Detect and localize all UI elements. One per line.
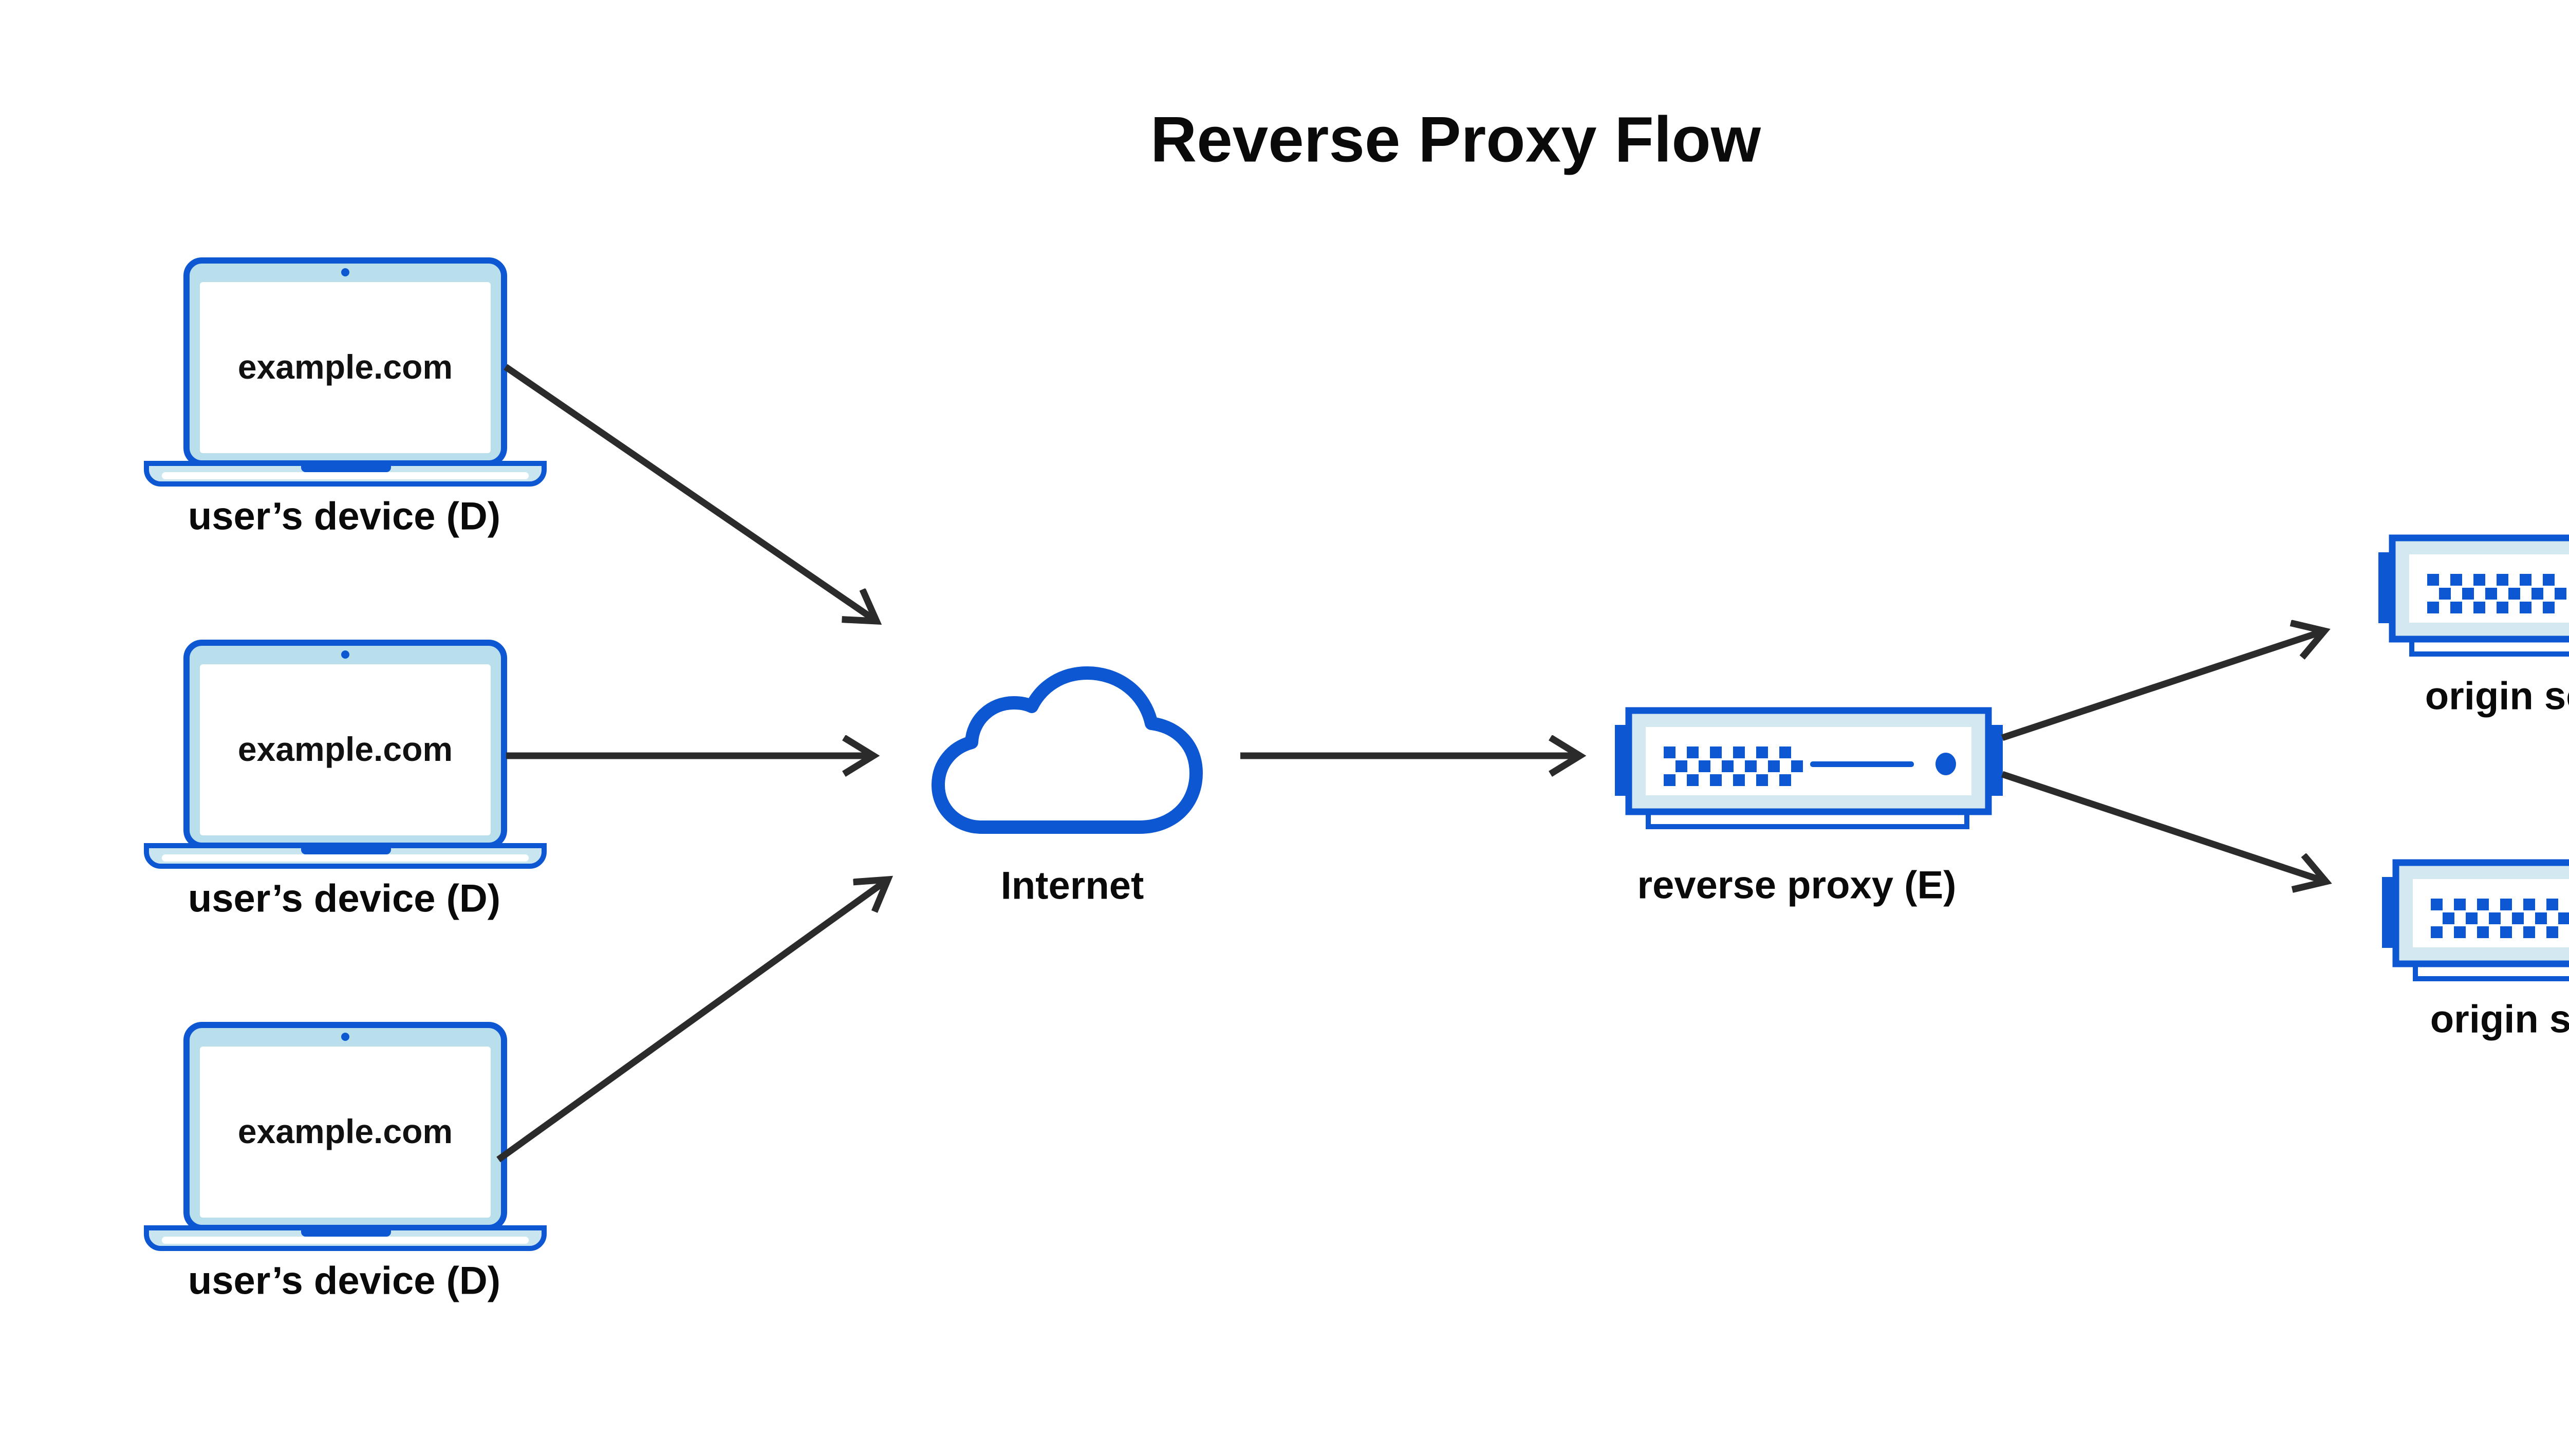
cloud-icon bbox=[932, 666, 1203, 834]
arrow-proxy-to-origin2 bbox=[2001, 771, 2326, 882]
device-label: user’s device (D) bbox=[188, 495, 500, 538]
server-icon bbox=[1615, 711, 2003, 827]
device-screen-url: example.com bbox=[238, 730, 453, 768]
user-device-2: example.com user’s device (D) bbox=[146, 643, 544, 921]
arrow-device3-to-internet bbox=[496, 880, 888, 1163]
internet-label: Internet bbox=[1001, 864, 1144, 908]
reverse-proxy-label: reverse proxy (E) bbox=[1637, 864, 1957, 907]
user-device-3: example.com user’s device (D) bbox=[146, 1025, 544, 1303]
device-screen-url: example.com bbox=[238, 1112, 453, 1150]
internet-node: Internet bbox=[932, 666, 1203, 908]
origin-server-2: origin server (F) bbox=[2382, 863, 2569, 1041]
user-device-1: example.com user’s device (D) bbox=[146, 260, 544, 538]
origin-server-label: origin server (F) bbox=[2430, 998, 2569, 1041]
arrow-proxy-to-origin1 bbox=[2001, 631, 2324, 741]
origin-server-1: origin server (F) bbox=[2378, 538, 2569, 718]
arrow-device1-to-internet bbox=[504, 364, 877, 621]
server-icon bbox=[2378, 538, 2569, 654]
flow-arrows bbox=[496, 364, 2326, 1163]
device-label: user’s device (D) bbox=[188, 1259, 500, 1303]
diagram-title: Reverse Proxy Flow bbox=[1150, 104, 1761, 176]
origin-server-label: origin server (F) bbox=[2425, 675, 2569, 718]
reverse-proxy-node: reverse proxy (E) bbox=[1615, 711, 2003, 907]
device-screen-url: example.com bbox=[238, 348, 453, 386]
device-label: user’s device (D) bbox=[188, 877, 500, 921]
server-icon bbox=[2382, 863, 2569, 979]
